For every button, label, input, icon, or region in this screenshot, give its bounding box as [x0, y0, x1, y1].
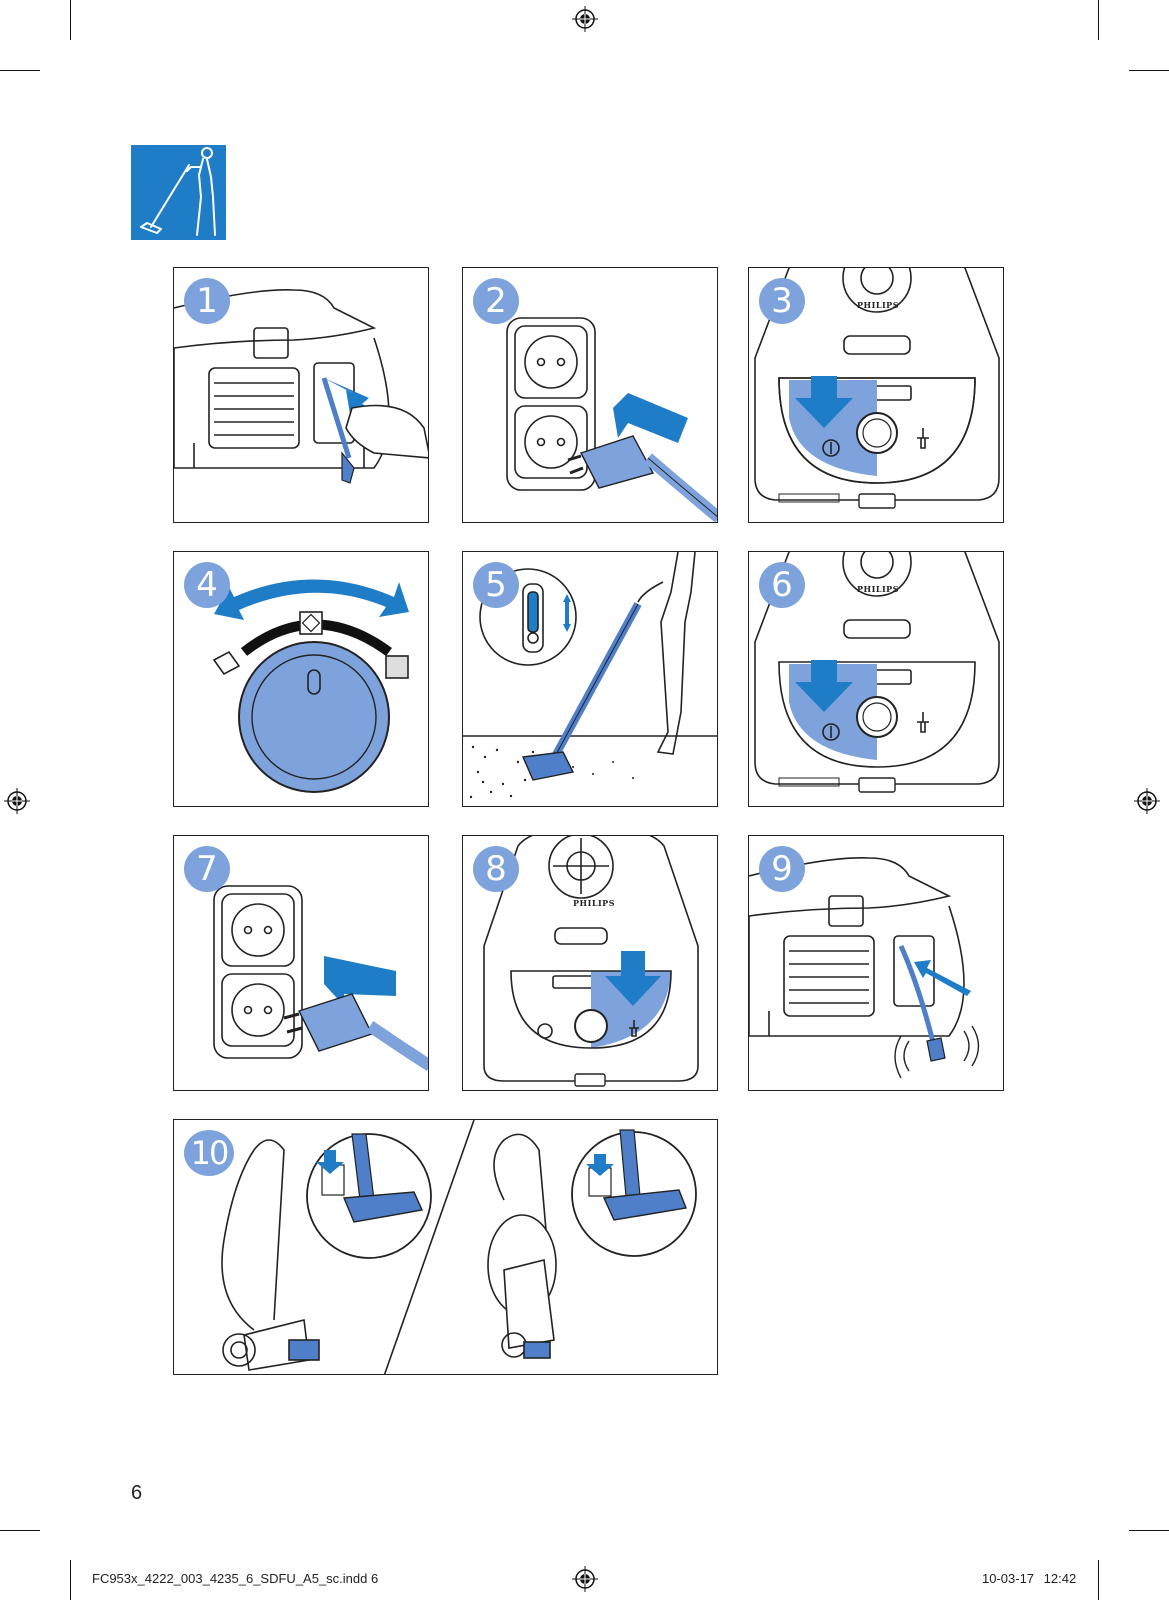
vacuuming-person-icon: [131, 145, 226, 240]
step-number-badge: 5: [473, 562, 519, 608]
crop-mark: [1098, 1560, 1099, 1600]
step-10-panel: 10: [173, 1119, 718, 1375]
crop-mark: [0, 70, 40, 71]
registration-mark-icon: [4, 788, 30, 814]
step-number-badge: 2: [473, 278, 519, 324]
file-name-slug: FC953x_4222_003_4235_6_SDFU_A5_sc.indd 6: [92, 1571, 379, 1586]
unplug-illustration: [213, 885, 428, 1072]
crop-mark: [1129, 70, 1169, 71]
brand-label: PHILIPS: [573, 898, 615, 908]
brand-label: PHILIPS: [857, 584, 899, 594]
brand-label: PHILIPS: [857, 300, 899, 310]
plug-in-illustration: [506, 317, 717, 522]
crop-mark: [0, 1530, 40, 1531]
step-number-badge: 9: [759, 846, 805, 892]
step-1-panel: 1: [173, 267, 429, 523]
registration-mark-icon: [1134, 788, 1160, 814]
step-2-panel: 2: [462, 267, 718, 523]
crop-mark: [1098, 0, 1099, 40]
registration-mark-icon: [572, 1566, 598, 1592]
step-6-panel: 6 PHILIPS: [748, 551, 1004, 807]
step-number-badge: 8: [473, 846, 519, 892]
step-number-badge: 6: [759, 562, 805, 608]
press-rewind-illustration: PHILIPS: [483, 836, 699, 1087]
step-4-panel: 4: [173, 551, 429, 807]
step-number-badge: 4: [184, 562, 230, 608]
step-8-panel: 8 PHILIPS: [462, 835, 718, 1091]
step-number-badge: 3: [759, 278, 805, 324]
press-on-off-illustration: PHILIPS: [754, 552, 1000, 793]
step-3-panel: 3 PHILIPS: [748, 267, 1004, 523]
park-nozzle-illustration: [221, 1120, 697, 1374]
step-number-badge: 1: [184, 278, 230, 324]
page-number: 6: [131, 1482, 143, 1504]
step-7-panel: 7: [173, 835, 429, 1091]
step-number-badge: 10: [184, 1130, 234, 1176]
crop-mark: [1129, 1530, 1169, 1531]
turn-dial-illustration: [212, 579, 409, 793]
crop-mark: [70, 0, 71, 40]
step-9-panel: 9: [748, 835, 1004, 1091]
press-on-off-illustration: PHILIPS: [754, 268, 1000, 509]
crop-mark: [70, 1560, 71, 1600]
cord-rewind-illustration: [749, 857, 980, 1079]
step-5-panel: 5: [462, 551, 718, 807]
step-number-badge: 7: [184, 846, 230, 892]
timestamp-slug: 10-03-17 12:42: [982, 1571, 1077, 1586]
pull-cord-illustration: [174, 289, 428, 484]
registration-mark-icon: [572, 6, 598, 32]
